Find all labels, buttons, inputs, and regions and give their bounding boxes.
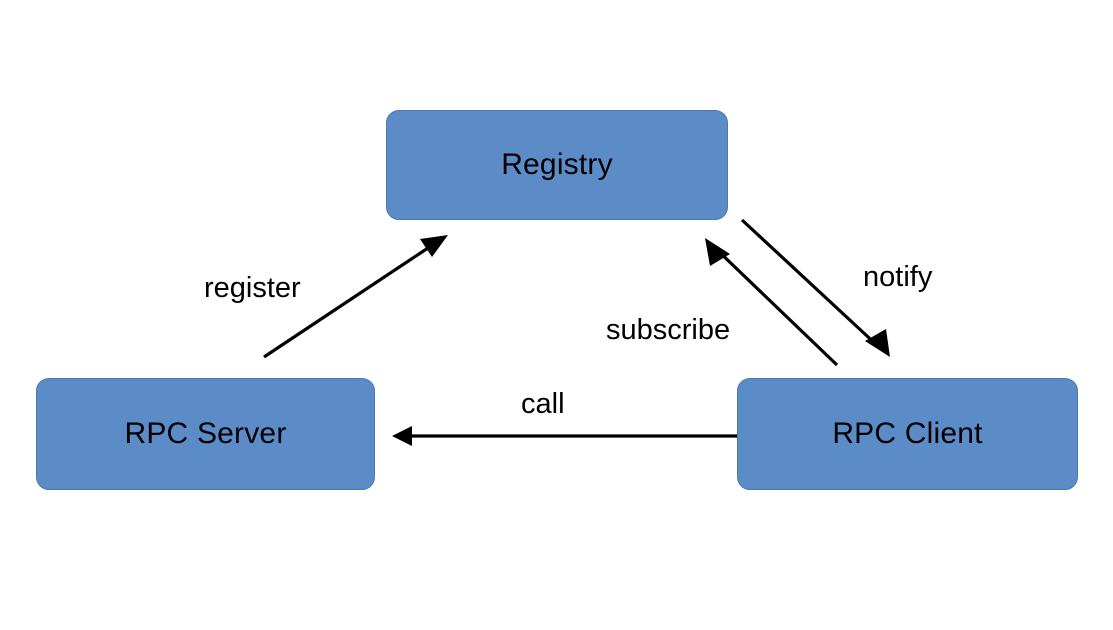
edge-subscribe-arrowhead [705,238,730,266]
edge-notify-line [740,218,882,350]
node-rpc-client-label: RPC Client [832,417,983,450]
node-rpc-server[interactable]: RPC Server [36,378,375,490]
edge-register-arrowhead [420,235,448,257]
node-registry[interactable]: Registry [386,110,728,220]
edge-notify-arrowhead [865,329,890,357]
edge-label-subscribe: subscribe [606,314,731,346]
node-rpc-client[interactable]: RPC Client [737,378,1078,490]
edge-label-call: call [521,388,565,420]
edge-call [392,426,737,446]
edge-label-notify: notify [863,261,933,293]
node-registry-label: Registry [501,148,613,181]
node-rpc-server-label: RPC Server [124,417,287,450]
edge-label-register: register [204,272,301,304]
edge-subscribe-line [712,245,839,367]
edge-call-arrowhead [392,426,412,446]
